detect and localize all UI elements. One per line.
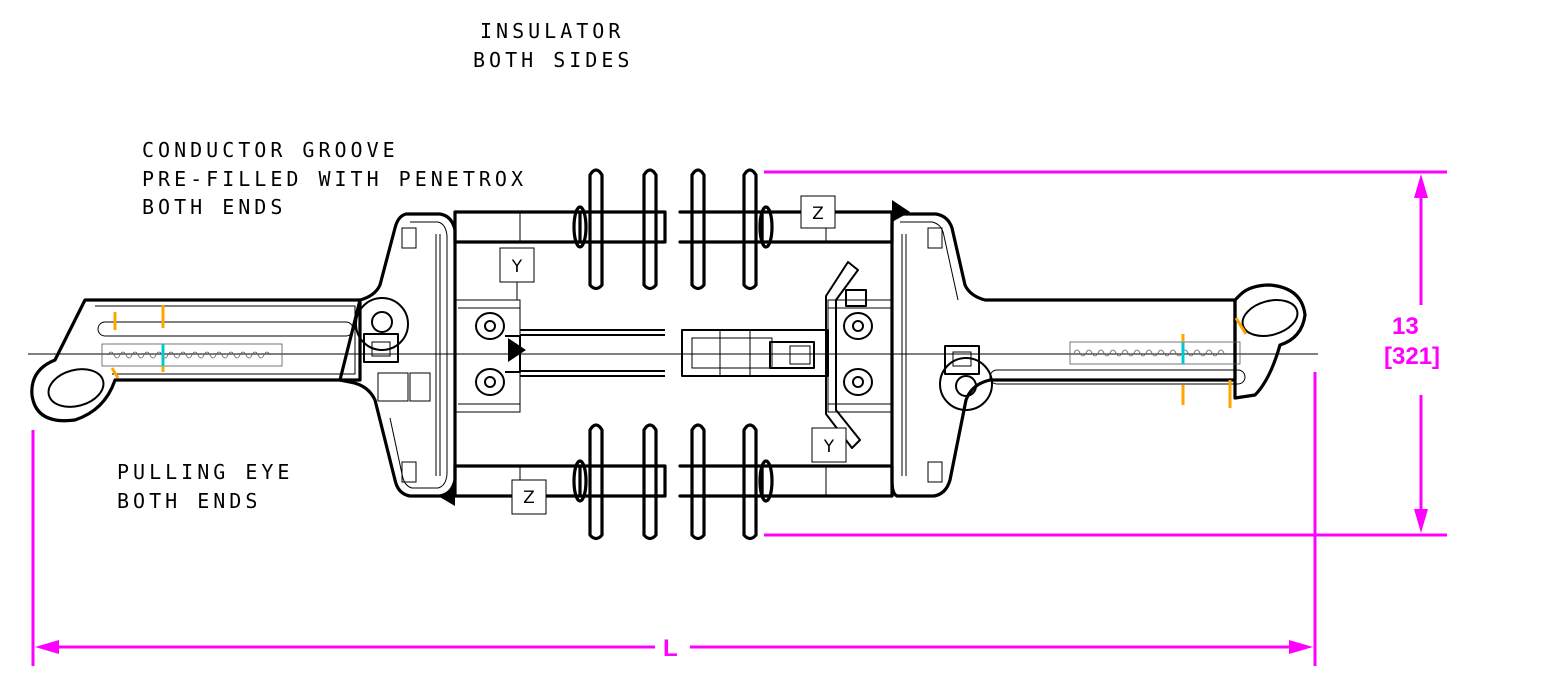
length-dim-label: L <box>663 635 678 662</box>
bottom-insulator <box>438 423 894 541</box>
left-nut-bottom <box>475 368 505 396</box>
left-end-fitting <box>30 297 409 423</box>
right-nut-top <box>843 312 873 340</box>
left-bolt <box>355 297 409 351</box>
bottom-shed-1 <box>588 423 604 541</box>
right-body <box>681 212 1237 498</box>
section-label-y-top: Y <box>499 247 535 300</box>
right-bolt <box>939 357 993 411</box>
bottom-shed-3 <box>690 423 706 541</box>
right-eye-hole <box>1241 299 1299 337</box>
insulator-note: INSULATOR BOTH SIDES <box>473 19 633 72</box>
right-nut-bottom <box>843 368 873 396</box>
eye-note-line-1: PULLING EYE <box>117 460 293 484</box>
section-label-z-top-text: Z <box>812 204 824 224</box>
section-label-y-top-text: Y <box>511 257 523 277</box>
groove-note-line-2: PRE-FILLED WITH PENETROX <box>142 167 527 191</box>
right-end-fitting <box>939 283 1307 411</box>
top-shed-2 <box>642 168 658 291</box>
section-label-y-bottom: Y <box>811 427 847 463</box>
top-right-arrow-marker <box>892 200 910 222</box>
conductor-groove-note: CONDUCTOR GROOVE PRE-FILLED WITH PENETRO… <box>142 138 527 219</box>
top-shed-3 <box>690 168 706 291</box>
height-dim-mm: [321] <box>1384 343 1440 370</box>
left-eye-hole <box>47 368 105 408</box>
groove-note-line-3: BOTH ENDS <box>142 195 286 219</box>
height-dim-inches: 13 <box>1392 313 1419 340</box>
section-label-z-bottom: Z <box>511 479 547 515</box>
groove-note-line-1: CONDUCTOR GROOVE <box>142 138 399 162</box>
section-label-z-top: Z <box>800 195 836 229</box>
eye-note-line-2: BOTH ENDS <box>117 489 261 513</box>
bottom-shed-2 <box>642 423 658 541</box>
insulator-note-line-1: INSULATOR <box>480 19 624 43</box>
length-dimension: L <box>31 372 1317 666</box>
left-nut-top <box>475 312 505 340</box>
height-dimension: 13 [321] <box>764 170 1447 537</box>
section-label-y-bottom-text: Y <box>823 437 835 457</box>
bottom-left-arrow-marker <box>438 488 455 506</box>
left-body <box>338 212 665 498</box>
left-pulling-eye <box>30 298 362 423</box>
right-pulling-eye <box>1233 283 1307 400</box>
pulling-eye-note: PULLING EYE BOTH ENDS <box>117 460 293 513</box>
bottom-shed-4 <box>742 423 758 541</box>
top-shed-4 <box>742 168 758 291</box>
insulator-note-line-2: BOTH SIDES <box>473 48 633 72</box>
top-shed-1 <box>588 168 604 291</box>
section-label-z-bottom-text: Z <box>523 488 535 508</box>
